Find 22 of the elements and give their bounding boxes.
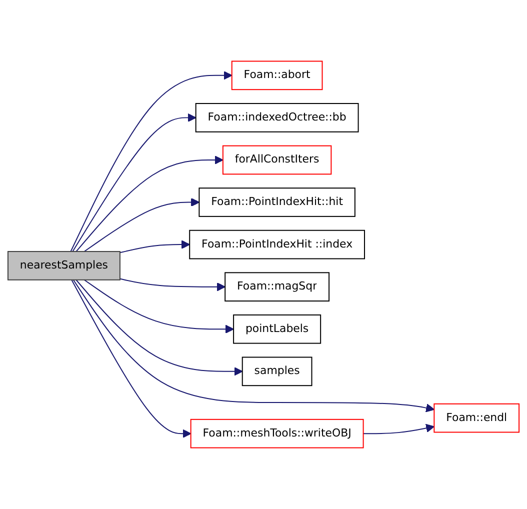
arrow	[76, 279, 243, 376]
node-box: samples	[242, 356, 312, 386]
node-box: Foam::endl	[434, 403, 520, 433]
node-box: Foam::PointIndexHit::hit	[198, 188, 356, 217]
arrow	[84, 279, 234, 334]
node-box: forAllConstIters	[222, 145, 332, 175]
node-box: pointLabels	[233, 314, 322, 344]
arrow	[72, 113, 196, 252]
arrow	[76, 156, 224, 252]
arrow	[72, 279, 435, 412]
arrow	[71, 279, 192, 438]
arrow	[84, 198, 200, 252]
node-box: Foam::abort	[231, 60, 323, 90]
node-box: Foam::meshTools::writeOBJ	[190, 418, 364, 448]
node-box: Foam::magSqr	[224, 272, 330, 302]
node-box: Foam::PointIndexHit ::index	[189, 230, 365, 260]
arrow	[119, 240, 190, 254]
arrow	[119, 278, 226, 292]
arrow	[362, 424, 435, 434]
node-box: nearestSamples	[7, 251, 120, 280]
arrow	[70, 71, 232, 252]
node-box: Foam::indexedOctree::bb	[195, 103, 359, 132]
